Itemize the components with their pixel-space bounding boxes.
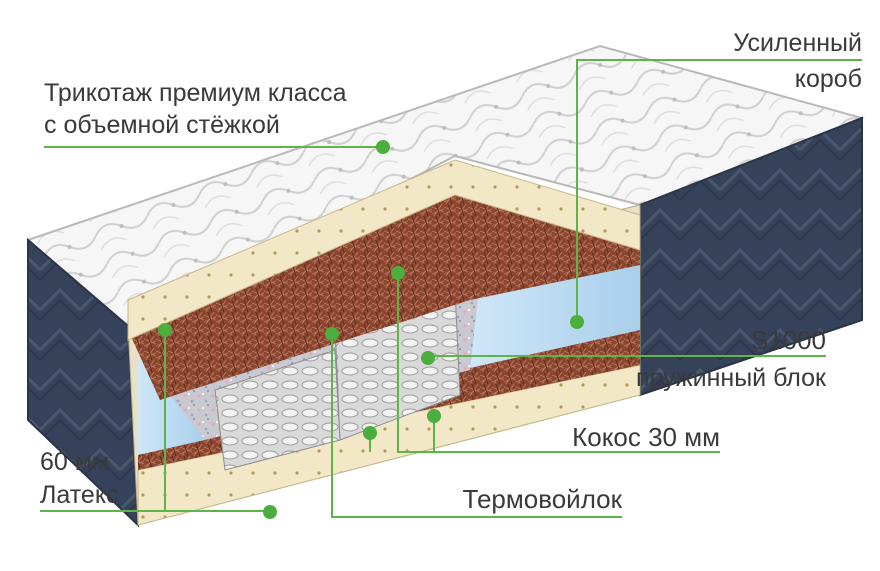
label-latex-line1: 60 мм (40, 448, 110, 476)
callout-box-line (576, 59, 862, 320)
label-box-line1: Усиленный (733, 29, 862, 57)
dot-box (570, 315, 584, 329)
dot-spring (421, 351, 435, 365)
dot-knit (376, 140, 390, 154)
callout-latex-line (40, 330, 270, 512)
dot-coconut-1 (391, 266, 405, 280)
label-latex-line2: Латекс (40, 481, 119, 509)
label-coconut: Кокос 30 мм (572, 422, 720, 452)
coconut-top-layer (128, 195, 640, 400)
dot-coconut-2 (427, 409, 441, 423)
callout-felt-line (331, 335, 622, 518)
dot-latex-1 (158, 323, 172, 337)
callout-dots (158, 140, 584, 519)
label-spring-line2: пружинный блок (635, 364, 826, 392)
label-felt: Термовойлок (462, 484, 622, 514)
dot-felt (325, 327, 339, 341)
label-knit-line1: Трикотаж премиум класса (44, 79, 347, 107)
label-spring-line1: S1000 (750, 325, 826, 355)
label-box-line2: короб (794, 65, 862, 93)
latex-top-layer (127, 159, 641, 341)
dot-coconut-3 (363, 426, 377, 440)
dot-latex-2 (263, 505, 277, 519)
label-knit-line2: с объемной стёжкой (44, 111, 280, 139)
